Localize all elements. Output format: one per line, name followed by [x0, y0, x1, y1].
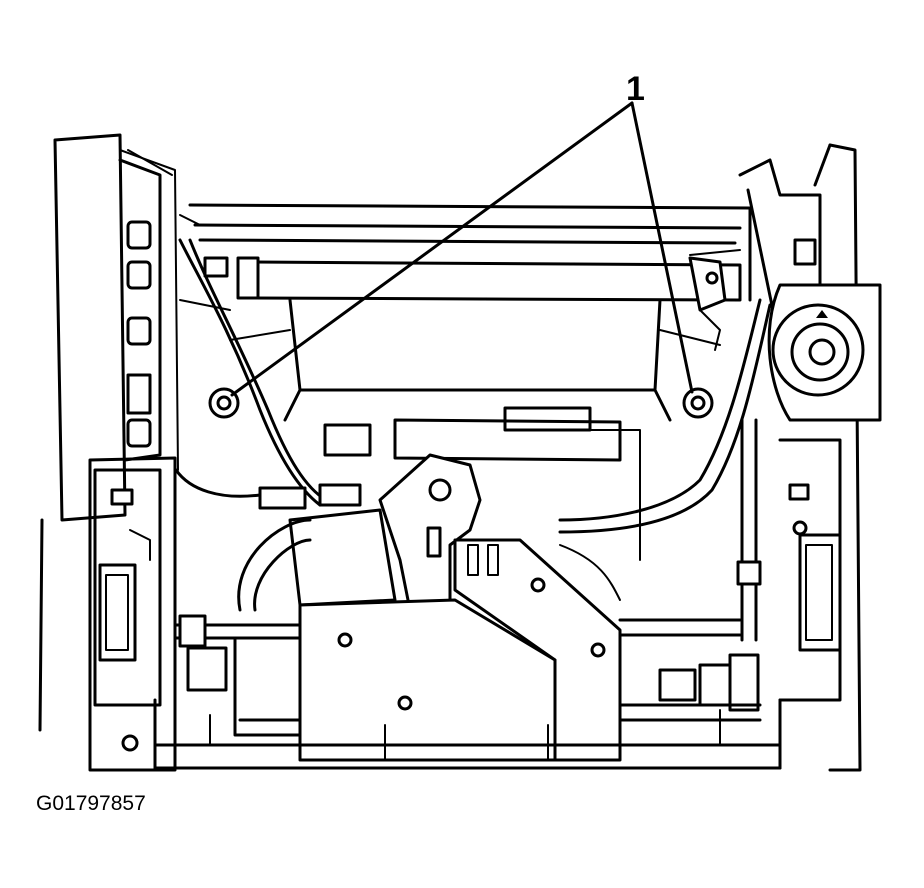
left-actuator: [173, 614, 302, 737]
right-actuator: [618, 618, 762, 722]
pivot-bushing: [767, 283, 882, 422]
left-side-panel: [38, 133, 179, 732]
callout-leader-lines: [230, 101, 694, 397]
left-lower-frame: [88, 456, 177, 772]
figure-id: G01797857: [36, 792, 146, 815]
right-side-panel: [738, 143, 862, 772]
main-rail-bracket: [229, 256, 742, 422]
callout-number: 1: [626, 70, 645, 108]
right-top-bracket: [688, 256, 727, 351]
bottom-cross-member: [153, 698, 782, 770]
top-cross-rail: [179, 203, 752, 302]
mounting-nut-right: [682, 387, 714, 419]
motor-connector: [237, 483, 397, 612]
center-motor-assembly: [323, 406, 641, 561]
left-top-bracket: [179, 256, 231, 311]
gear-bracket-plate: [378, 453, 622, 762]
wiring-harness: [174, 238, 772, 601]
right-vertical-rod: [736, 418, 762, 642]
